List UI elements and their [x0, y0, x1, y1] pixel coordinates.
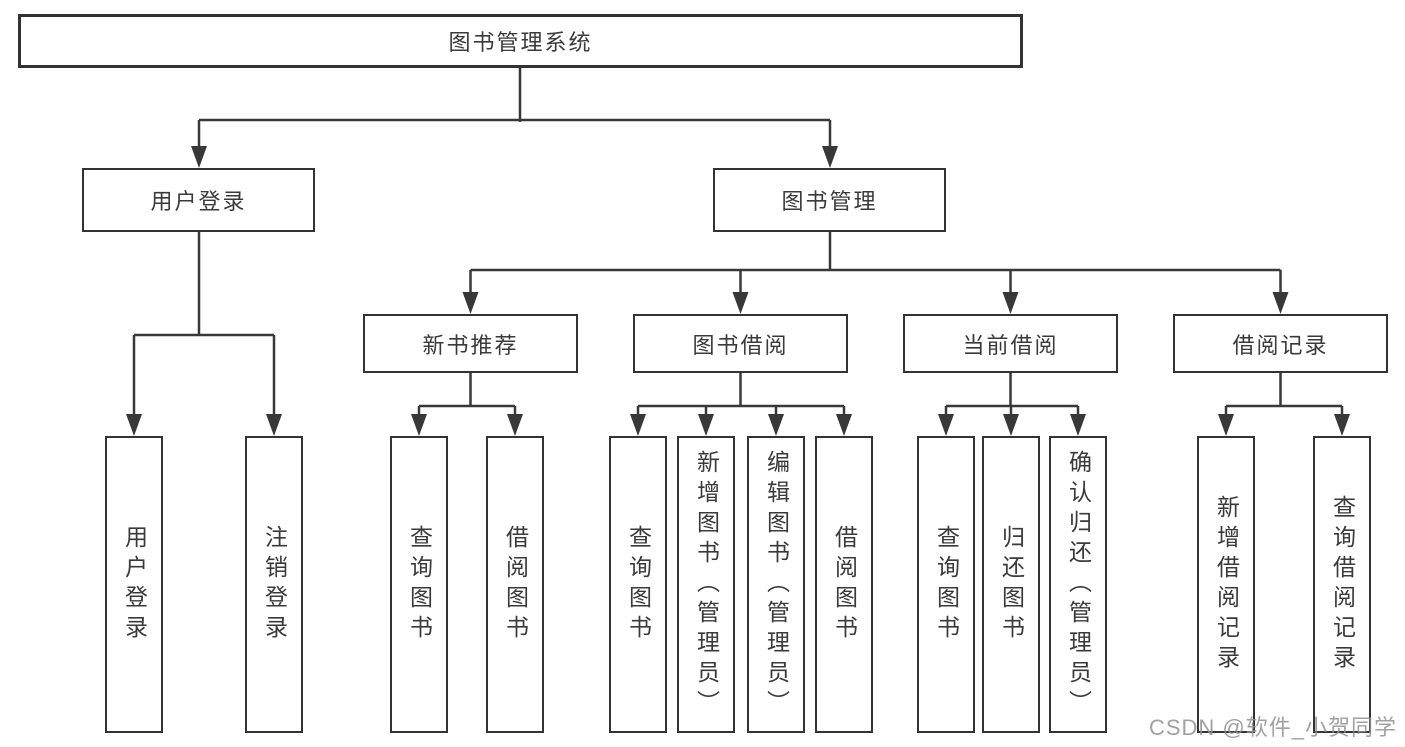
node-current-borrowing: 当前借阅 — [903, 314, 1118, 373]
node-label: 图书借阅 — [692, 332, 789, 358]
leaf-add-books-admin: 新增图书（管理员） — [677, 436, 735, 733]
node-label: 新增借阅记录 — [1213, 494, 1240, 675]
leaf-borrow-books-recommend: 借阅图书 — [486, 436, 544, 733]
leaf-query-borrow-record: 查询借阅记录 — [1313, 436, 1371, 733]
node-new-book-recommendation: 新书推荐 — [363, 314, 578, 373]
node-label: 用户登录 — [121, 524, 148, 645]
leaf-confirm-return-admin: 确认归还（管理员） — [1049, 436, 1107, 733]
node-label: 图书管理系统 — [448, 30, 593, 55]
node-book-management: 图书管理 — [713, 168, 946, 232]
node-borrowing-records: 借阅记录 — [1173, 314, 1388, 373]
node-label: 用户登录 — [150, 189, 247, 214]
node-label: 查询图书 — [933, 524, 960, 645]
node-label: 新增图书（管理员） — [693, 449, 720, 720]
leaf-borrow-books: 借阅图书 — [815, 436, 873, 733]
leaf-query-books-borrowing: 查询图书 — [609, 436, 667, 733]
node-label: 新书推荐 — [422, 332, 519, 358]
node-book-borrowing: 图书借阅 — [633, 314, 848, 373]
csdn-watermark: CSDN @软件_小贺同学 — [1148, 715, 1397, 740]
node-label: 当前借阅 — [962, 332, 1059, 358]
node-label: 借阅记录 — [1232, 332, 1329, 358]
leaf-query-books-recommend: 查询图书 — [390, 436, 448, 733]
node-label: 图书管理 — [781, 189, 878, 214]
node-label: 借阅图书 — [831, 524, 858, 645]
leaf-add-borrow-record: 新增借阅记录 — [1197, 436, 1255, 733]
node-label: 编辑图书（管理员） — [763, 449, 790, 720]
leaf-return-books: 归还图书 — [982, 436, 1040, 733]
leaf-edit-books-admin: 编辑图书（管理员） — [747, 436, 805, 733]
leaf-query-books-current: 查询图书 — [917, 436, 975, 733]
connector-lines — [132, 68, 1344, 418]
node-label: 注销登录 — [261, 524, 288, 645]
node-library-management-system: 图书管理系统 — [18, 14, 1023, 68]
leaf-logout: 注销登录 — [245, 436, 303, 733]
node-label: 确认归还（管理员） — [1065, 449, 1092, 720]
node-label: 归还图书 — [998, 524, 1025, 645]
node-label: 查询图书 — [625, 524, 652, 645]
node-label: 查询图书 — [406, 524, 433, 645]
node-user-login: 用户登录 — [82, 168, 315, 232]
leaf-user-login: 用户登录 — [105, 436, 163, 733]
node-label: 借阅图书 — [502, 524, 529, 645]
node-label: 查询借阅记录 — [1329, 494, 1356, 675]
